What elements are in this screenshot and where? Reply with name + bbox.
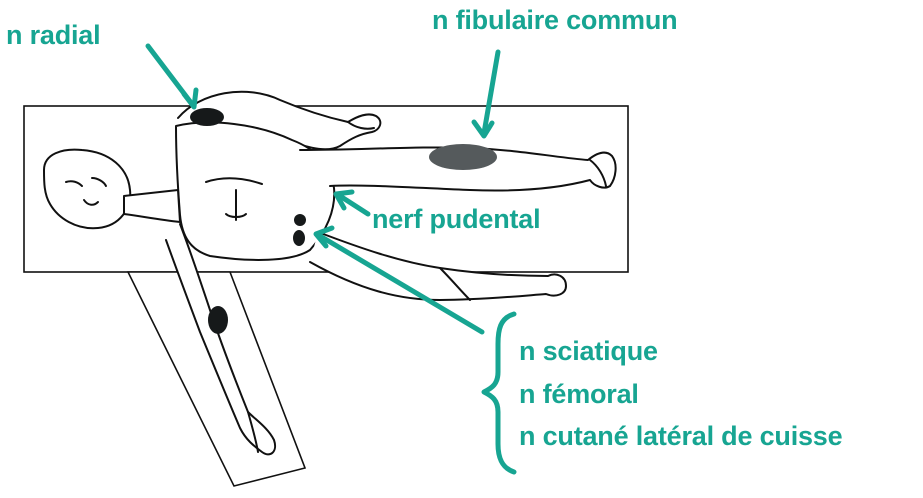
arrow-radial-head (184, 90, 196, 107)
label-cutane: n cutané latéral de cuisse (519, 423, 842, 450)
pudendal-zone-b (293, 230, 305, 246)
label-sciatique: n sciatique (519, 338, 658, 365)
radial-zone (190, 108, 224, 126)
arm-zone (208, 306, 228, 334)
label-pudental: nerf pudental (372, 206, 540, 233)
label-femoral: n fémoral (519, 381, 639, 408)
label-radial: n radial (6, 22, 100, 49)
label-brace (484, 314, 514, 472)
arm-board (128, 272, 305, 486)
fibular-zone (429, 144, 497, 170)
pudendal-zone-a (294, 214, 306, 226)
label-fibulaire: n fibulaire commun (432, 7, 677, 34)
